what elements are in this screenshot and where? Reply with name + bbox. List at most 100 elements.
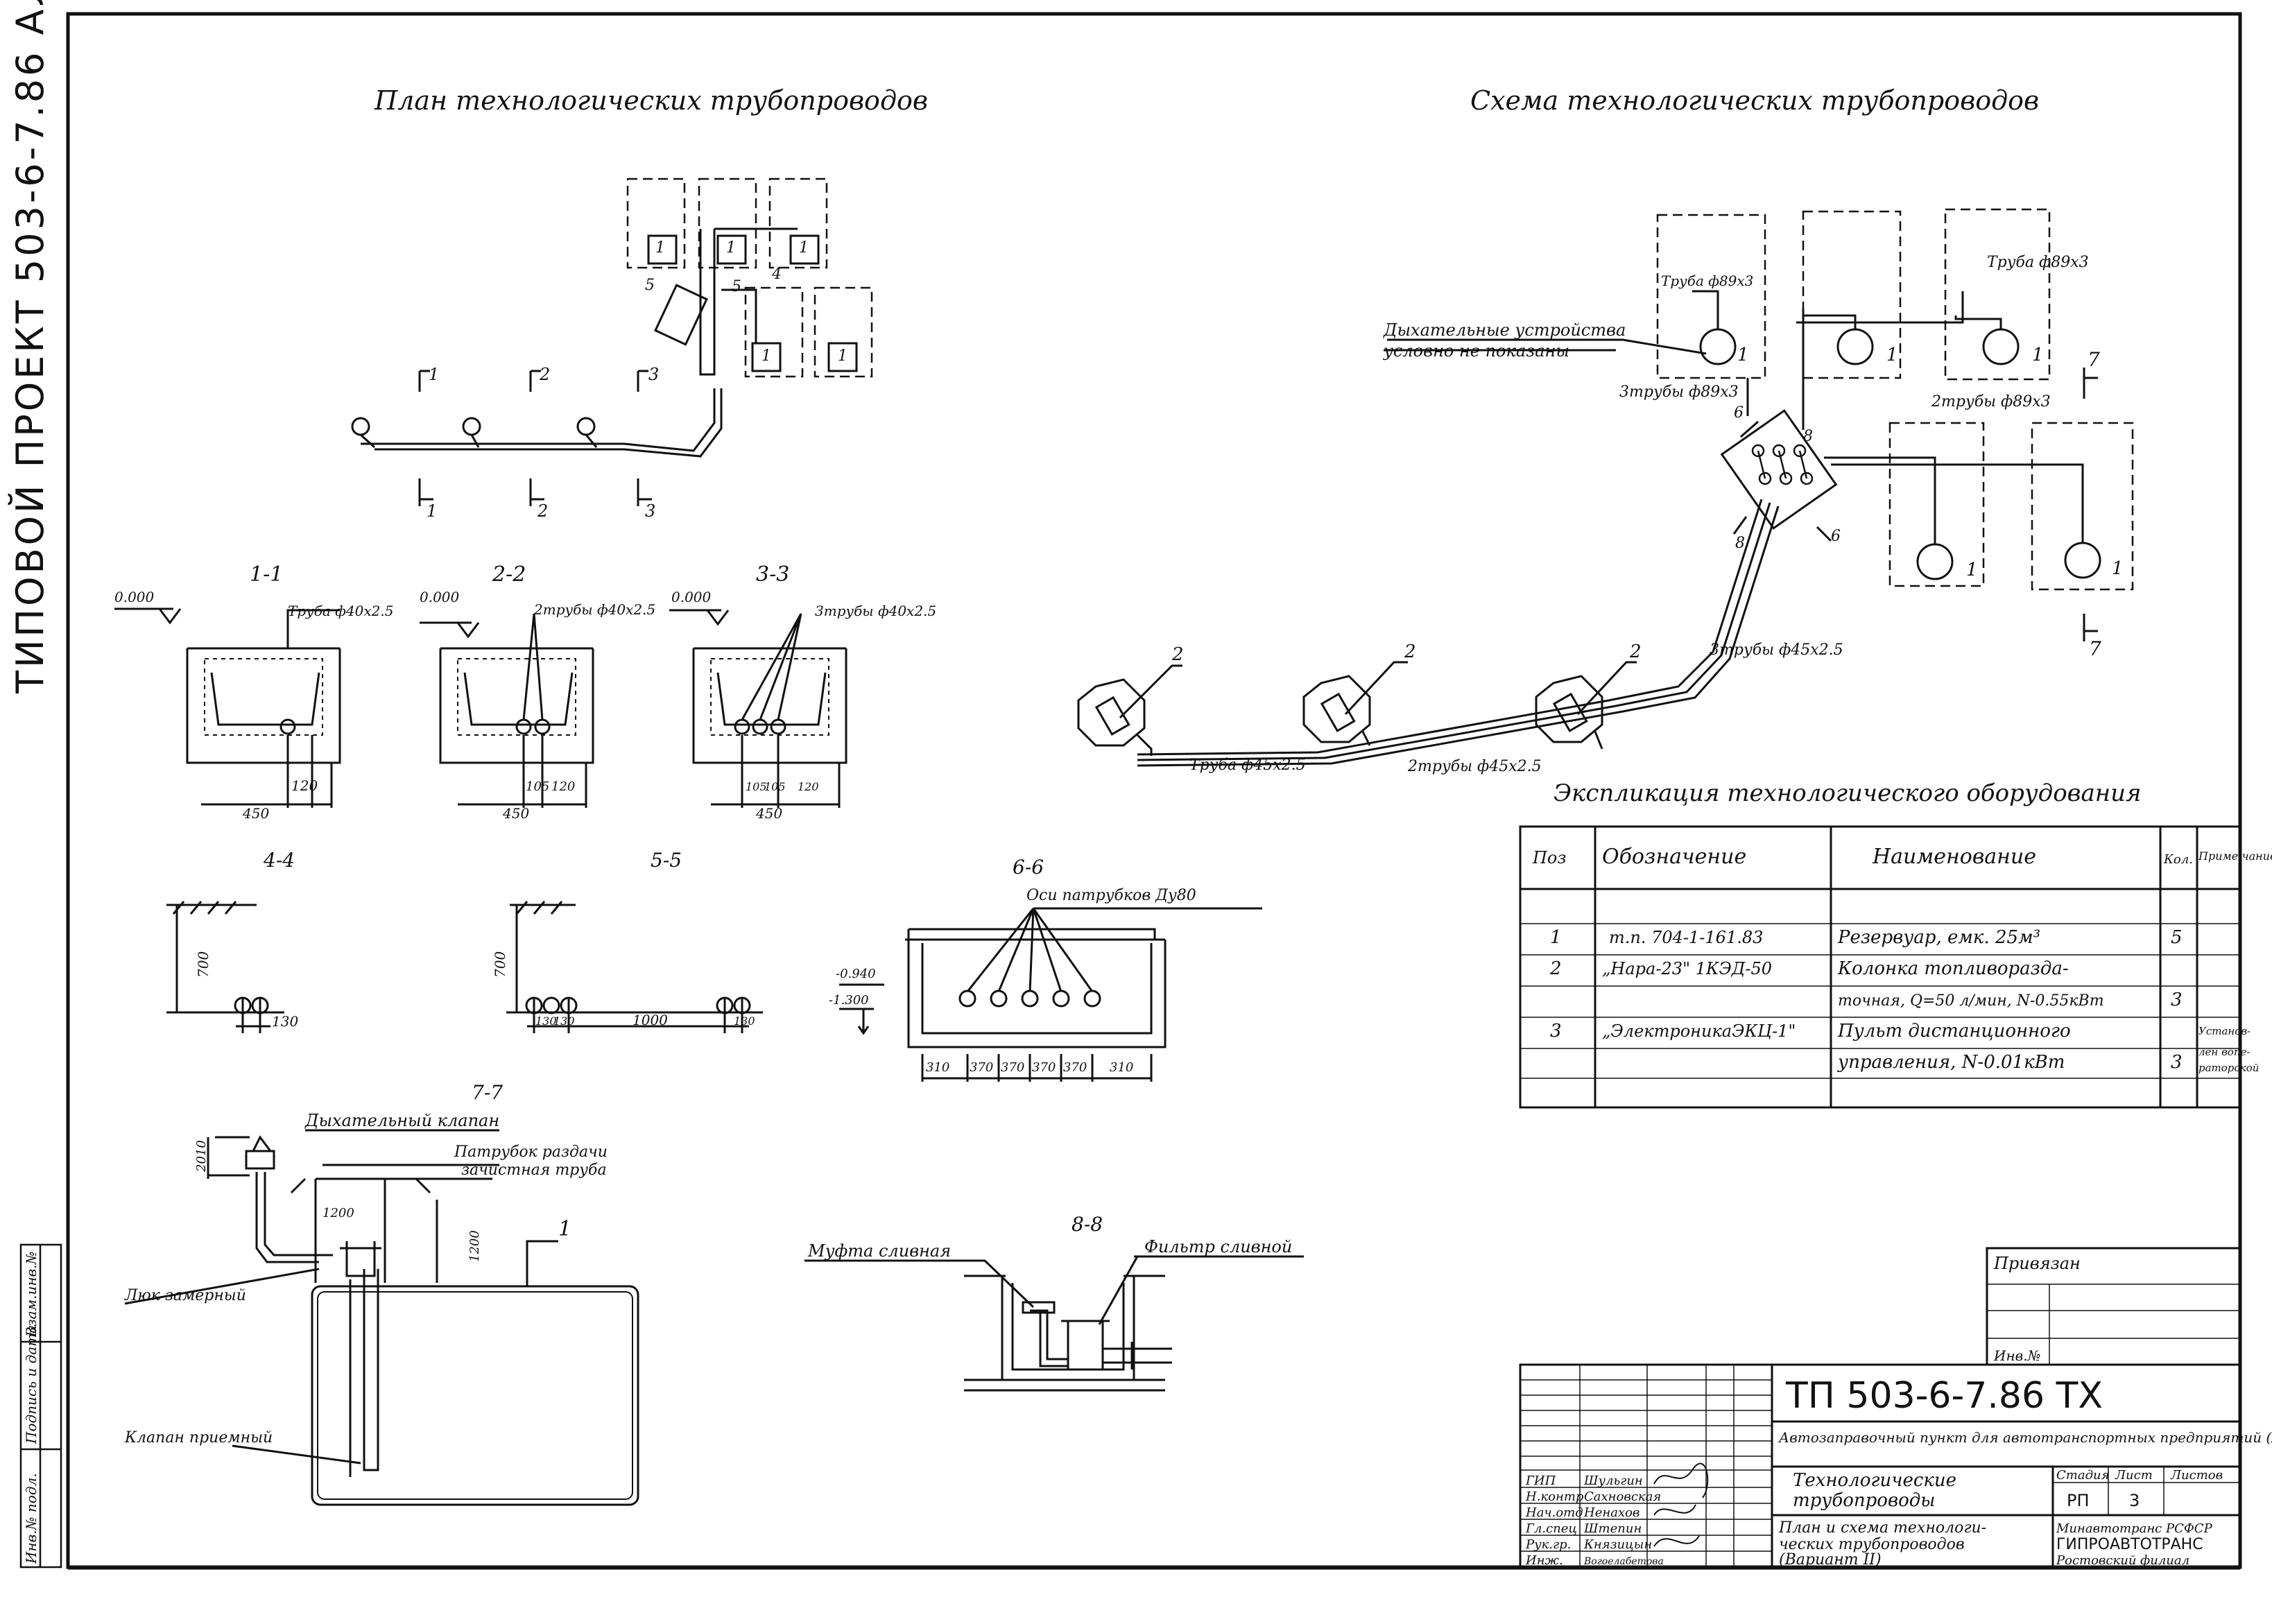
table-cell: раторской xyxy=(2198,1062,2259,1074)
svg-text:-0.940: -0.940 xyxy=(836,967,876,981)
svg-text:1: 1 xyxy=(1737,345,1749,365)
svg-text:1: 1 xyxy=(838,347,847,365)
plan-cut-labels: 1 2 3 1 2 3 xyxy=(427,365,659,521)
svg-text:Приме-чание: Приме-чание xyxy=(2198,849,2272,863)
svg-text:105: 105 xyxy=(746,780,767,793)
scheme-labels: Дыхательные устройства условно не показа… xyxy=(1171,254,2124,775)
svg-text:ГИП: ГИП xyxy=(1525,1474,1556,1488)
svg-text:310: 310 xyxy=(926,1060,949,1075)
svg-text:700: 700 xyxy=(195,951,212,978)
svg-text:700: 700 xyxy=(492,951,508,978)
svg-text:Рук.гр.: Рук.гр. xyxy=(1525,1537,1571,1552)
svg-text:1: 1 xyxy=(2032,345,2044,365)
stamp-object: Автозаправочный пункт для автотранспортн… xyxy=(1778,1429,2272,1446)
svg-text:2трубы ф89х3: 2трубы ф89х3 xyxy=(1931,393,2051,411)
svg-text:3: 3 xyxy=(648,365,659,384)
svg-text:120: 120 xyxy=(798,780,819,793)
svg-text:3трубы ф45х2.5: 3трубы ф45х2.5 xyxy=(1710,641,1843,659)
table-cell: Установ- xyxy=(2198,1025,2251,1037)
table-cell: 3 xyxy=(2171,1052,2183,1073)
svg-text:1: 1 xyxy=(761,347,771,365)
table-cell: т.п. 704-1-161.83 xyxy=(1609,928,1763,947)
svg-text:130: 130 xyxy=(272,1013,298,1030)
table-cell: лен вопе- xyxy=(2198,1046,2250,1058)
svg-text:Кол.: Кол. xyxy=(2163,852,2193,867)
svg-text:370: 370 xyxy=(1001,1060,1024,1075)
svg-text:Муфта сливная: Муфта сливная xyxy=(807,1241,951,1261)
side-stamp xyxy=(19,1243,62,1569)
table-cell: Колонка топливоразда- xyxy=(1837,958,2069,979)
svg-text:4: 4 xyxy=(771,266,782,283)
svg-text:Труба ф45х2.5: Труба ф45х2.5 xyxy=(1189,757,1306,774)
explication-headers: Поз Обозначение Наименование Кол. Приме-… xyxy=(1532,845,2272,869)
svg-text:Патрубок раздачи: Патрубок раздачи xyxy=(454,1143,608,1161)
attach-inv: Инв.№ xyxy=(1993,1347,2041,1364)
table-cell: 3 xyxy=(1550,1021,1562,1042)
section-1-1: 1-1 0.000 Труба ф40х2.5 450 120 xyxy=(114,562,393,822)
sheet-frame xyxy=(66,12,2242,1570)
svg-text:130: 130 xyxy=(553,1014,575,1028)
svg-text:1: 1 xyxy=(1966,560,1978,580)
section-8-8: 8-8 Муфта сливная Фильтр сливной xyxy=(804,1213,1304,1392)
svg-text:2-2: 2-2 xyxy=(492,562,526,587)
table-cell: 5 xyxy=(2171,927,2183,948)
svg-text:2: 2 xyxy=(1404,641,1416,662)
stamp-sheet-title-1: Технологические xyxy=(1793,1470,1956,1491)
table-cell: Резервуар, емк. 25м³ xyxy=(1837,927,2040,948)
svg-text:0.000: 0.000 xyxy=(671,589,712,605)
stamp-sheets-header: Листов xyxy=(2170,1468,2223,1483)
svg-text:7: 7 xyxy=(2088,348,2100,371)
svg-text:2трубы ф45х2.5: 2трубы ф45х2.5 xyxy=(1407,758,1542,775)
table-cell: Пульт дистанционного xyxy=(1837,1021,2071,1042)
svg-text:450: 450 xyxy=(502,805,529,822)
svg-text:Дыхательные устройства: Дыхательные устройства xyxy=(1383,320,1626,340)
table-cell: 1 xyxy=(1550,927,1562,948)
stamp-stage: РП xyxy=(2067,1491,2090,1510)
svg-text:370: 370 xyxy=(1032,1060,1056,1075)
table-cell: „Нара-23" 1КЭД-50 xyxy=(1602,959,1772,978)
side-stamp-inv: Инв.№ подл. xyxy=(23,1473,40,1564)
plan-title: План технологических трубопроводов xyxy=(374,85,928,116)
svg-text:2: 2 xyxy=(1629,641,1642,662)
svg-text:Клапан приемный: Клапан приемный xyxy=(124,1429,273,1446)
stamp-subtitle-3: (Вариант II) xyxy=(1779,1551,1882,1569)
plan-drawing xyxy=(351,178,873,506)
svg-text:1: 1 xyxy=(655,239,665,257)
svg-text:8: 8 xyxy=(1803,428,1813,445)
svg-text:2: 2 xyxy=(537,501,548,521)
svg-text:2: 2 xyxy=(1171,644,1184,665)
svg-text:1200: 1200 xyxy=(467,1230,482,1262)
svg-text:3-3: 3-3 xyxy=(756,562,789,587)
scheme-title: Схема технологических трубопроводов xyxy=(1470,85,2039,116)
svg-text:5: 5 xyxy=(732,278,741,295)
svg-text:105: 105 xyxy=(764,780,786,793)
explication-rows: 1 т.п. 704-1-161.83 Резервуар, емк. 25м³… xyxy=(1549,927,2259,1074)
svg-text:370: 370 xyxy=(1063,1060,1087,1075)
svg-text:1: 1 xyxy=(558,1217,571,1241)
stamp-org-1: Минавтотранс РСФСР xyxy=(2056,1521,2213,1536)
svg-text:Гл.спец: Гл.спец xyxy=(1525,1521,1577,1536)
plan-labels: 1 1 1 1 1 4 5 5 xyxy=(645,239,847,365)
svg-text:6: 6 xyxy=(1831,528,1841,545)
svg-text:7-7: 7-7 xyxy=(472,1081,503,1104)
svg-text:5: 5 xyxy=(645,277,655,294)
svg-text:1: 1 xyxy=(427,501,437,521)
svg-text:7: 7 xyxy=(2089,637,2101,660)
explication-table-grid xyxy=(1519,825,2241,1109)
svg-text:2трубы ф40х2.5: 2трубы ф40х2.5 xyxy=(533,601,655,618)
svg-text:Труба ф89х3: Труба ф89х3 xyxy=(1987,254,2089,271)
svg-text:2010: 2010 xyxy=(194,1140,209,1173)
svg-text:Вогоелабетова: Вогоелабетова xyxy=(1583,1556,1664,1567)
table-cell: управления, N-0.01кВт xyxy=(1837,1052,2065,1073)
svg-text:Князицын: Князицын xyxy=(1583,1537,1652,1552)
svg-text:8-8: 8-8 xyxy=(1072,1213,1103,1236)
stamp-names: Шульгин Сахновская Ненахов Штепин Князиц… xyxy=(1583,1474,1664,1567)
svg-text:0.000: 0.000 xyxy=(114,589,155,605)
svg-text:4-4: 4-4 xyxy=(263,849,295,872)
svg-text:Оси патрубков Ду80: Оси патрубков Ду80 xyxy=(1026,887,1196,904)
svg-text:Поз: Поз xyxy=(1532,848,1566,867)
svg-text:0.000: 0.000 xyxy=(420,589,460,605)
svg-text:1000: 1000 xyxy=(632,1012,668,1028)
svg-text:Обозначение: Обозначение xyxy=(1602,845,1746,869)
